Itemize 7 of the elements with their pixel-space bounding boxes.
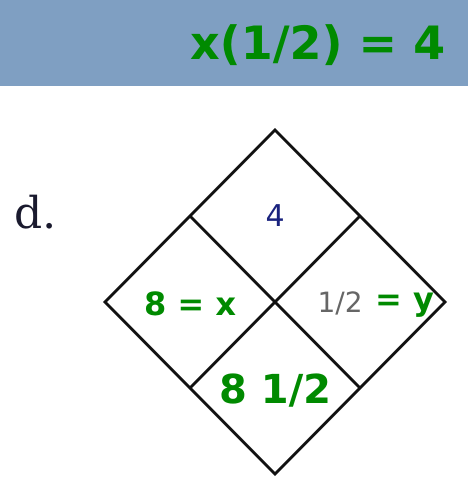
fraction-value: 1/2 xyxy=(305,270,375,334)
handwritten-note: 8 = x xyxy=(133,278,247,330)
handwritten-equation: x(1/2) = 4 xyxy=(190,16,446,70)
handwritten-note: 8 1/2 xyxy=(220,362,330,418)
handwritten-note: = y xyxy=(375,280,434,318)
cell-value: 4 xyxy=(235,190,315,242)
problem-letter: d. xyxy=(14,188,56,239)
